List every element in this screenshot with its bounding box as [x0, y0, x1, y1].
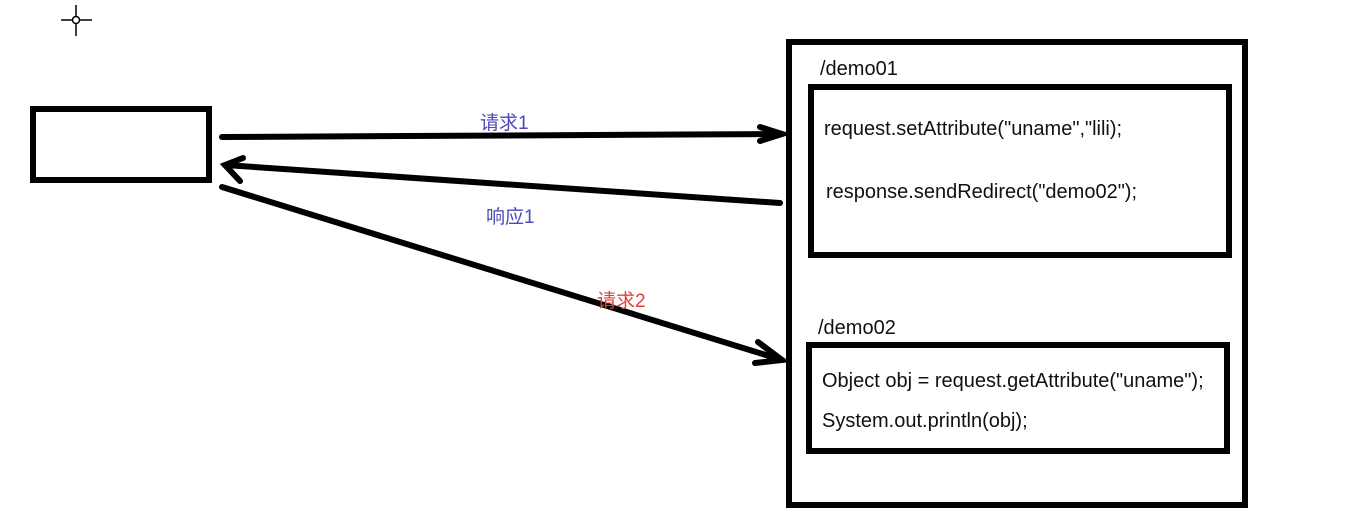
demo02-path-label: /demo02 — [818, 317, 896, 339]
demo01-path-label: /demo01 — [820, 58, 898, 80]
request1-arrow — [219, 124, 792, 144]
demo02-code-line: Object obj = request.getAttribute("uname… — [822, 370, 1204, 392]
request2-arrow — [219, 184, 790, 366]
request1-label: 请求1 — [480, 113, 529, 134]
response1-arrow — [219, 155, 783, 206]
demo01-code-box — [808, 84, 1232, 258]
demo02-code-box — [806, 342, 1230, 454]
demo01-code-line: request.setAttribute("uname","lili); — [824, 118, 1123, 140]
response1-label: 响应1 — [486, 207, 535, 228]
client-box — [30, 106, 212, 183]
demo01-code-line: response.sendRedirect("demo02"); — [826, 181, 1138, 203]
server-box — [786, 39, 1248, 508]
request2-label: 请求2 — [597, 291, 646, 312]
crosshair-cursor-icon — [61, 5, 92, 36]
demo02-code-line: System.out.println(obj); — [822, 410, 1028, 432]
